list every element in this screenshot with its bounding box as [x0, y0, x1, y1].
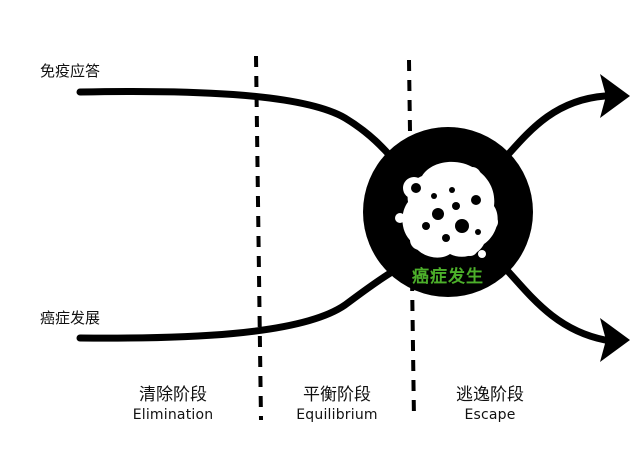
divider-elimination-equilibrium — [254, 55, 263, 421]
tumor-cell-cluster-icon — [363, 127, 533, 297]
arrow-head-icon — [600, 74, 630, 118]
phase-elimination-zh: 清除阶段 — [139, 385, 207, 405]
cancer-occurrence-label: 癌症发生 — [412, 267, 484, 287]
cancer-development-curve — [76, 268, 396, 342]
escape-arrow-lower — [501, 264, 609, 344]
cancer-development-label: 癌症发展 — [40, 309, 101, 327]
phase-escape-zh: 逃逸阶段 — [456, 385, 524, 405]
immune-response-label: 免疫应答 — [40, 62, 101, 80]
phase-escape-en: Escape — [464, 407, 516, 423]
phase-equilibrium-en: Equilibrium — [296, 407, 378, 423]
immune-response-curve — [76, 87, 396, 162]
escape-arrow-upper — [501, 92, 609, 162]
phase-equilibrium-zh: 平衡阶段 — [303, 385, 371, 405]
arrow-head-icon — [600, 318, 630, 362]
phase-elimination-en: Elimination — [132, 407, 214, 423]
